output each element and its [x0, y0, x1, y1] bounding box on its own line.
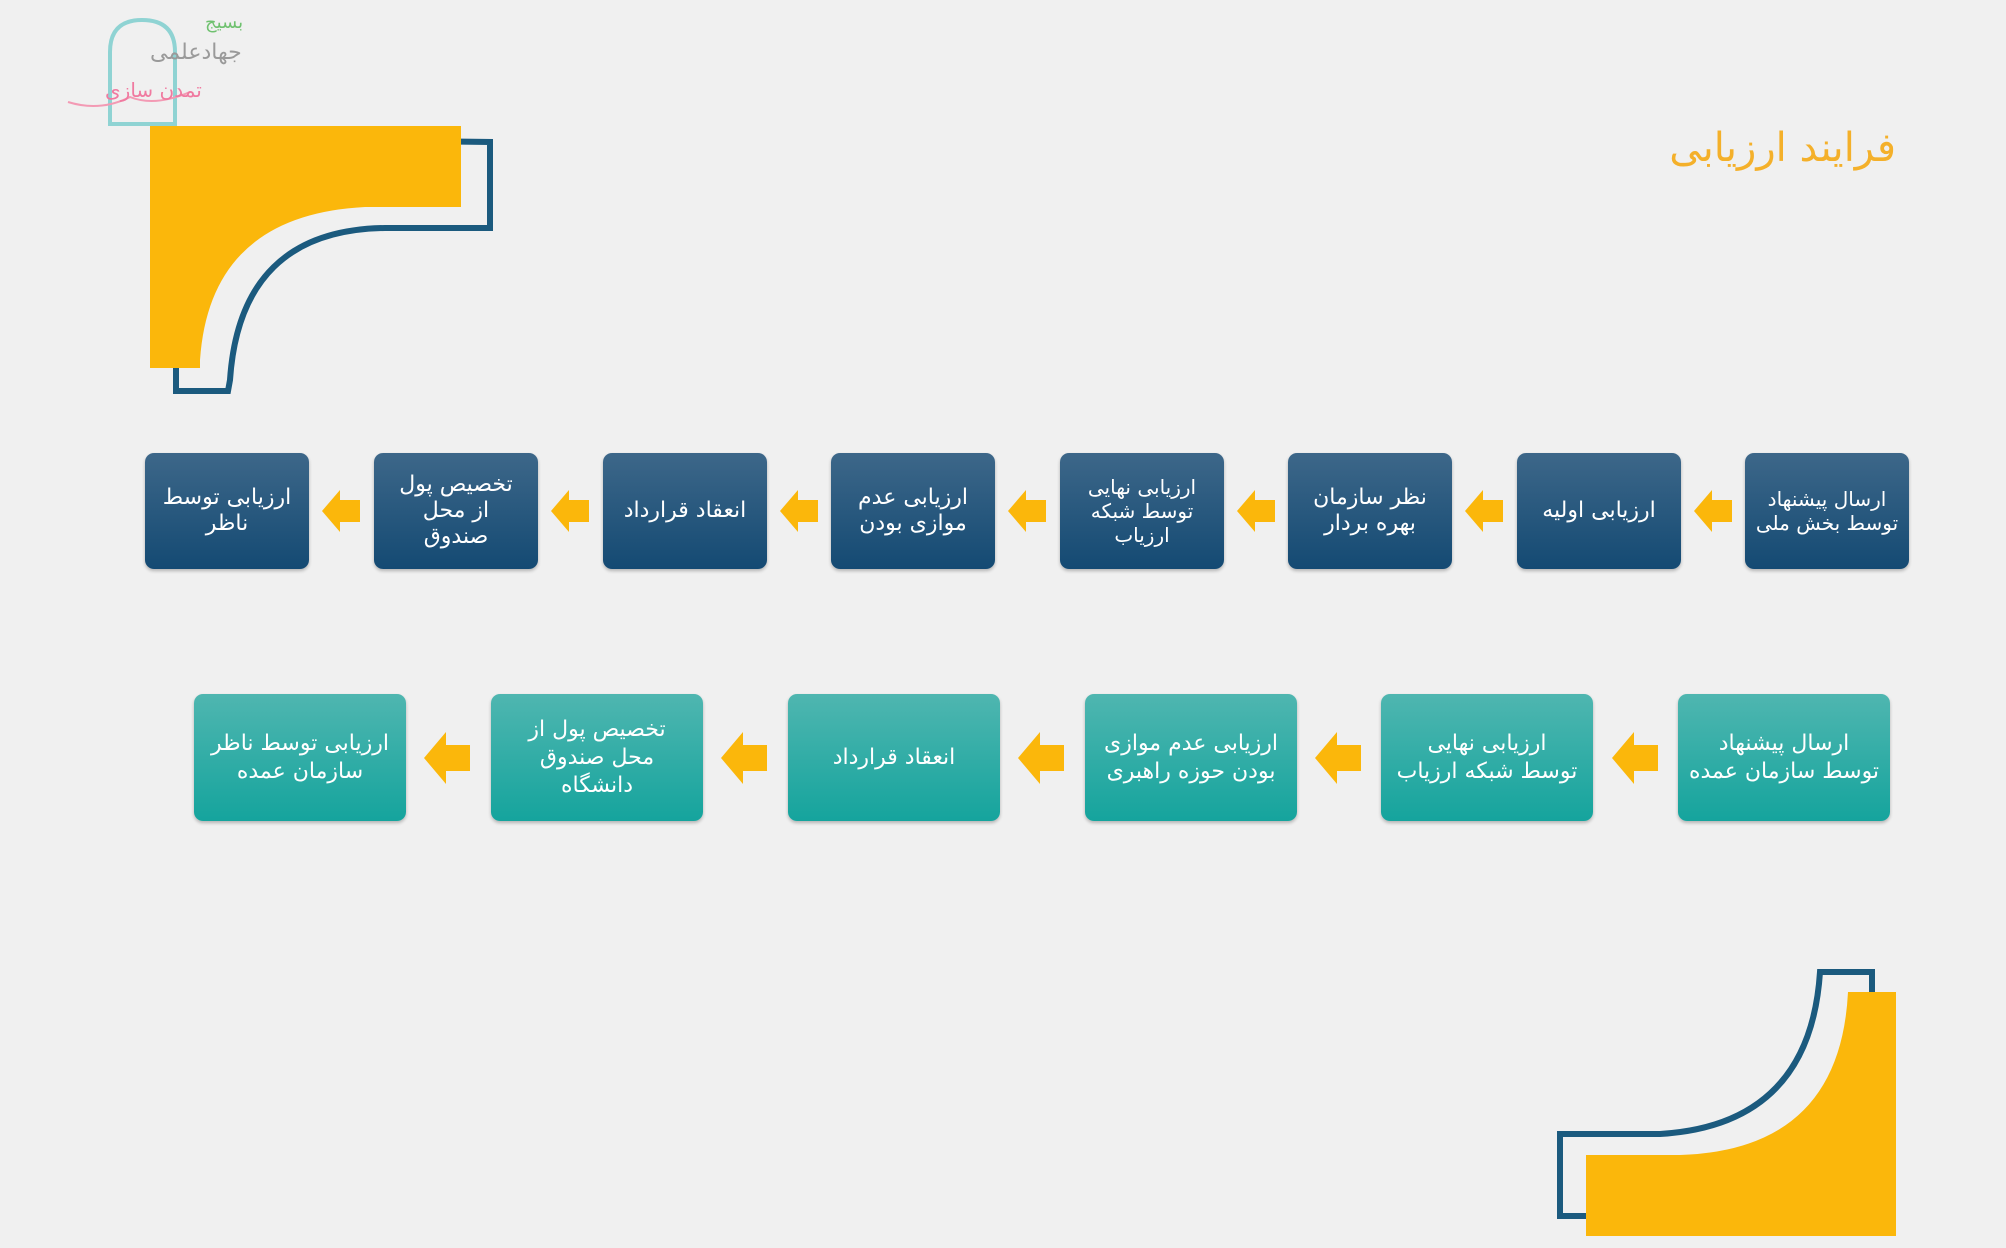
logo-text-tamadon: تمدن سازی: [105, 78, 202, 102]
bottom-right-frame-outline: [1557, 969, 1875, 1219]
logo-text-jahad: جهادعلمی: [150, 40, 242, 65]
logo-emblem: [67, 17, 191, 126]
logo-text-basij: بسیج: [205, 12, 244, 33]
page-title: فرایند ارزیابی: [1669, 125, 1896, 171]
bottom-right-yellow-shape: [1586, 992, 1896, 1236]
top-left-frame-outline: [173, 134, 493, 394]
top-left-yellow-shape: [150, 126, 461, 368]
